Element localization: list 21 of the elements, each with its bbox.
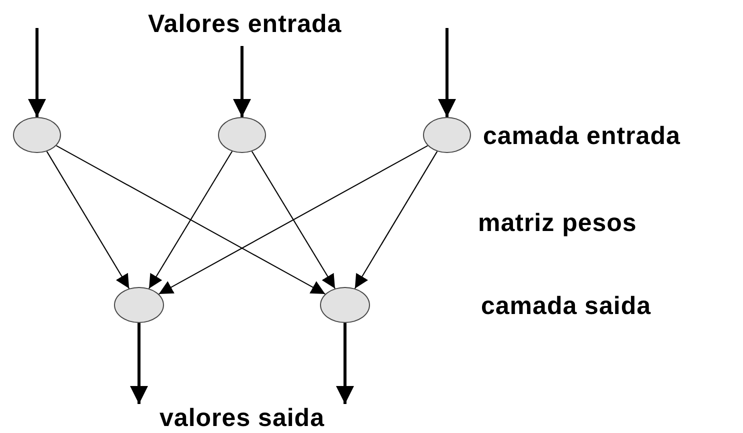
arrow (56, 145, 326, 295)
arrow (158, 145, 428, 295)
arrow (46, 151, 130, 289)
arrow (148, 151, 233, 289)
arrow (130, 323, 148, 404)
output-values-label: valores saida (160, 404, 324, 433)
neuron-node (13, 117, 61, 153)
neuron-node (218, 117, 266, 153)
layer-label: camada entrada (483, 121, 680, 152)
input-values-label: Valores entrada (148, 9, 342, 40)
arrow (354, 151, 438, 289)
neuron-node (320, 287, 370, 323)
arrow (233, 46, 251, 117)
neuron-node (423, 117, 471, 153)
arrow (336, 323, 354, 404)
arrow (28, 28, 46, 117)
weights-label: matriz pesos (478, 208, 637, 239)
arrow (251, 151, 336, 289)
arrow (438, 28, 456, 117)
neuron-node (114, 287, 164, 323)
layer-label: camada saida (481, 291, 651, 322)
